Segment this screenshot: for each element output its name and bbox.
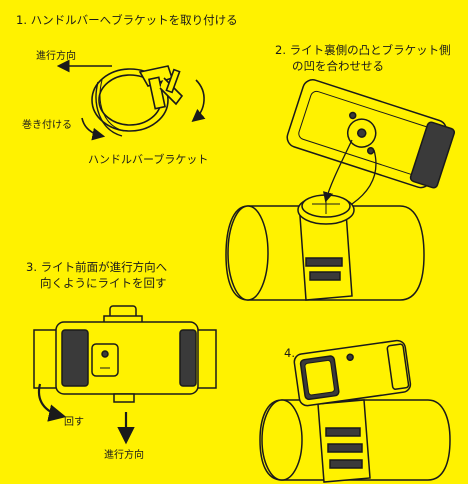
step2-illustration xyxy=(225,79,456,301)
step1-direction-label: 進行方向 xyxy=(36,51,76,62)
step1-wrap-label: 巻き付ける xyxy=(22,120,72,131)
step3-illustration xyxy=(33,305,217,445)
step3-rotate-arrow xyxy=(37,383,67,422)
step2-title-line2: の凹を合わせせる xyxy=(292,59,384,73)
step3-title-line1: 3. ライト前面が進行方向へ xyxy=(26,260,168,274)
step1-title: 1. ハンドルバーへブラケットを取り付ける xyxy=(16,13,238,27)
step1-part-label: ハンドルバーブラケット xyxy=(88,153,209,166)
step1-rotate-arrow xyxy=(191,79,206,123)
step3-title-line2: 向くようにライトを回す xyxy=(40,276,167,290)
step3-rotate-label: 回す xyxy=(64,417,84,428)
step4-illustration xyxy=(259,339,451,483)
step1-wrap-arrow xyxy=(81,117,106,141)
step4-title: 4. xyxy=(284,346,295,360)
step2-title-line1: 2. ライト裏側の凸とブラケット側 xyxy=(275,43,451,57)
step3-direction-label: 進行方向 xyxy=(104,450,144,461)
step1-bracket-illustration xyxy=(56,59,206,141)
